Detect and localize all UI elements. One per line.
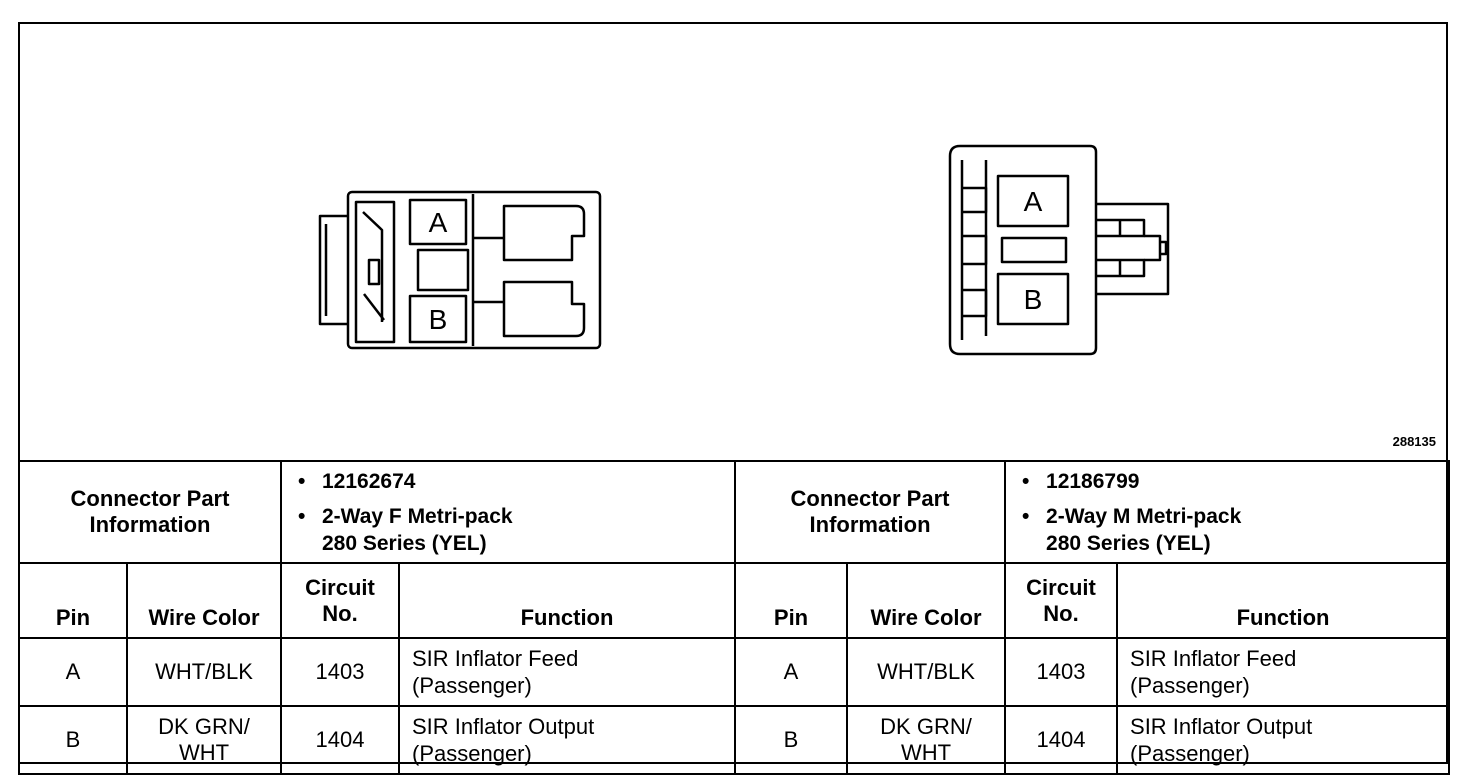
right-wire-color-cell: DK GRN/WHT bbox=[846, 705, 1007, 775]
male-connector-body bbox=[948, 144, 1098, 356]
left-wire-color-cell: DK GRN/WHT bbox=[126, 705, 282, 775]
left-description-line2: 280 Series (YEL) bbox=[322, 531, 487, 555]
left-function-header: Function bbox=[397, 562, 737, 639]
left-part-number: 12162674 bbox=[298, 468, 734, 495]
connector-table: Connector Part Information 12162674 2-Wa… bbox=[18, 460, 1451, 775]
left-part-info: 12162674 2-Way F Metri-pack 280 Series (Y… bbox=[282, 468, 734, 557]
left-function-cell: SIR Inflator Feed(Passenger) bbox=[397, 637, 737, 707]
left-info-label-cell: Connector Part Information bbox=[18, 460, 282, 564]
right-circuit-cell: 1403 bbox=[1004, 637, 1119, 707]
right-function-header: Function bbox=[1116, 562, 1451, 639]
female-pin-a-cavity bbox=[408, 198, 468, 246]
left-part-description: 2-Way F Metri-pack 280 Series (YEL) bbox=[298, 503, 734, 557]
right-description-line2: 280 Series (YEL) bbox=[1046, 531, 1211, 555]
table-row: A WHT/BLK 1403 SIR Inflator Feed(Passeng… bbox=[18, 637, 1451, 707]
male-center-cavity bbox=[1000, 236, 1068, 264]
female-center-cavity bbox=[416, 248, 470, 292]
male-pin-b-label: B bbox=[1024, 284, 1043, 315]
right-function-cell: SIR Inflator Feed(Passenger) bbox=[1116, 637, 1451, 707]
connector-info-row: Connector Part Information 12162674 2-Wa… bbox=[18, 460, 1451, 564]
right-description-line1: 2-Way M Metri-pack bbox=[1046, 504, 1242, 528]
female-lock-slot bbox=[354, 200, 396, 344]
female-pin-a-label: A bbox=[429, 207, 448, 238]
left-wire-color-header: Wire Color bbox=[126, 562, 282, 639]
figure-id: 288135 bbox=[1392, 434, 1436, 449]
diagram-frame: A B A B 288135 Connector Part Informatio… bbox=[18, 22, 1451, 775]
left-info-cell: 12162674 2-Way F Metri-pack 280 Series (Y… bbox=[279, 460, 737, 564]
female-connector bbox=[318, 190, 602, 350]
left-circuit-cell: 1403 bbox=[280, 637, 400, 707]
left-info-label: Connector Part Information bbox=[70, 486, 230, 537]
male-connector bbox=[948, 144, 1170, 356]
right-info-label-cell: Connector Part Information bbox=[734, 460, 1007, 564]
left-pin-cell: A bbox=[18, 637, 128, 707]
left-function-cell: SIR Inflator Output(Passenger) bbox=[397, 705, 737, 775]
left-description-line1: 2-Way F Metri-pack bbox=[322, 504, 513, 528]
female-connector-body bbox=[346, 190, 602, 350]
right-pin-header: Pin bbox=[734, 562, 849, 639]
right-pin-cell: A bbox=[734, 637, 849, 707]
left-pin-cell: B bbox=[18, 705, 128, 775]
right-function-cell: SIR Inflator Output(Passenger) bbox=[1116, 705, 1451, 775]
right-pin-cell: B bbox=[734, 705, 849, 775]
left-circuit-cell: 1404 bbox=[280, 705, 400, 775]
right-circuit-cell: 1404 bbox=[1004, 705, 1119, 775]
female-connector-latch bbox=[318, 214, 348, 326]
right-part-description: 2-Way M Metri-pack 280 Series (YEL) bbox=[1022, 503, 1448, 557]
right-wire-color-header: Wire Color bbox=[846, 562, 1007, 639]
right-wire-color-cell: WHT/BLK bbox=[846, 637, 1007, 707]
right-part-number: 12186799 bbox=[1022, 468, 1448, 495]
male-connector-tab bbox=[1096, 202, 1170, 296]
female-pin-b-cavity bbox=[408, 294, 468, 344]
right-info-label: Connector Part Information bbox=[790, 486, 950, 537]
female-pin-b-label: B bbox=[429, 304, 448, 335]
table-row: B DK GRN/WHT 1404 SIR Inflator Output(Pa… bbox=[18, 705, 1451, 775]
left-pin-header: Pin bbox=[18, 562, 128, 639]
right-info-cell: 12186799 2-Way M Metri-pack 280 Series (Y… bbox=[1004, 460, 1451, 564]
male-pin-a-label: A bbox=[1024, 186, 1043, 217]
connector-diagram: A B A B bbox=[318, 144, 1170, 356]
male-pin-b-cavity bbox=[996, 272, 1070, 326]
right-part-info: 12186799 2-Way M Metri-pack 280 Series (Y… bbox=[1006, 468, 1448, 557]
male-pin-a-cavity bbox=[996, 174, 1070, 228]
left-wire-color-cell: WHT/BLK bbox=[126, 637, 282, 707]
